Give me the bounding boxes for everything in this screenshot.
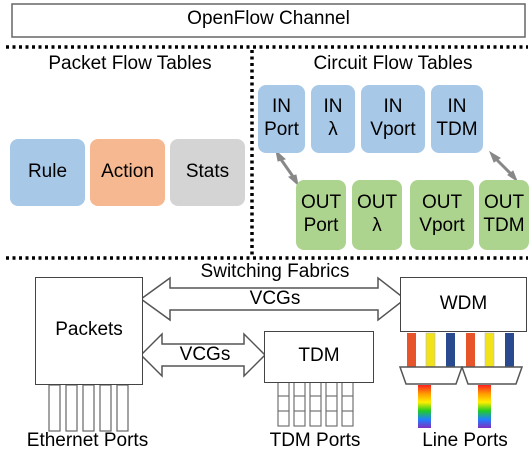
wdm-label: WDM — [439, 293, 488, 314]
line-port-fibres — [418, 385, 491, 428]
in-lambda-line2: λ — [328, 119, 338, 140]
in-port-line2: Port — [264, 119, 299, 140]
circuit-flow-tables-title: Circuit Flow Tables — [313, 53, 473, 74]
openflow-channel-label: OpenFlow Channel — [187, 8, 350, 29]
vcg-top-label: VCGs — [249, 288, 301, 309]
action-table-box: Action — [90, 139, 165, 206]
tdm-port-stubs — [277, 381, 354, 427]
packet-flow-tables-title: Packet Flow Tables — [48, 53, 212, 74]
wdm-fabric-box: WDM — [400, 277, 527, 332]
packets-fabric-box: Packets — [35, 277, 143, 385]
tdm-ports-label: TDM Ports — [269, 430, 361, 451]
ethernet-port-stubs — [48, 384, 129, 432]
in-port-table: IN Port — [258, 85, 305, 153]
out-port-line1: OUT — [300, 192, 342, 214]
line-ports-label: Line Ports — [422, 430, 508, 451]
vcg-bottom-label: VCGs — [179, 344, 231, 365]
tdm-fabric-box: TDM — [264, 331, 374, 383]
out-lambda-line1: OUT — [356, 192, 398, 214]
in-tdm-line1: IN — [447, 96, 467, 118]
in-out-arrow-left — [275, 149, 299, 187]
tdm-label: TDM — [298, 345, 340, 366]
in-vport-table: IN Vport — [361, 85, 425, 153]
out-port-table: OUT Port — [296, 180, 346, 250]
wdm-multiplexers — [398, 366, 524, 385]
rule-table-box: Rule — [10, 139, 85, 206]
out-vport-line2: Vport — [419, 215, 465, 236]
out-vport-line1: OUT — [421, 192, 463, 214]
out-vport-table: OUT Vport — [410, 180, 474, 250]
in-tdm-table: IN TDM — [431, 85, 483, 153]
stats-table-box: Stats — [170, 139, 245, 206]
out-tdm-table: OUT TDM — [479, 180, 529, 250]
in-vport-line1: IN — [383, 96, 403, 118]
out-lambda-table: OUT λ — [352, 180, 402, 250]
openflow-channel-box — [11, 3, 526, 38]
ethernet-ports-label: Ethernet Ports — [26, 430, 149, 451]
out-port-line2: Port — [303, 215, 339, 236]
out-tdm-line1: OUT — [483, 192, 525, 214]
switching-fabrics-title: Switching Fabrics — [200, 261, 350, 282]
in-lambda-table: IN λ — [311, 85, 355, 153]
out-tdm-line2: TDM — [483, 215, 525, 236]
in-tdm-line2: TDM — [436, 119, 478, 140]
in-out-arrow-right — [488, 150, 519, 183]
in-lambda-line1: IN — [323, 96, 343, 118]
wdm-wavelength-bars — [407, 332, 514, 368]
out-lambda-line2: λ — [372, 215, 382, 236]
in-port-line1: IN — [272, 96, 291, 118]
packets-label: Packets — [55, 319, 123, 340]
in-vport-line2: Vport — [370, 119, 416, 140]
